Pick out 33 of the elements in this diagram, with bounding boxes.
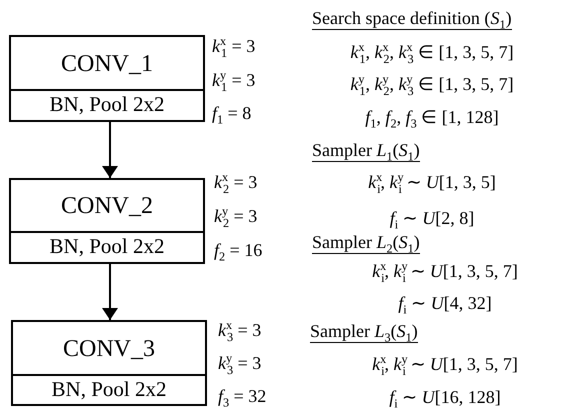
section-heading: Sampler L$_{1}$(S$_{1}$) (312, 140, 420, 160)
formula: k$^{x}$$_{i}$, k$^{y}$$_{i}$ ∼ U[1, 3, 5, 7] (372, 261, 518, 281)
parameter-value: k$^{y}$$_{2}$ = 3 (214, 206, 258, 226)
layer-ops: BN, Pool 2x2 (13, 374, 205, 404)
layer-box (9, 178, 205, 264)
layer-ops: BN, Pool 2x2 (11, 231, 203, 262)
layer-box (9, 35, 205, 122)
layer-box (11, 320, 207, 406)
formula: k$^{x}$$_{i}$, k$^{y}$$_{i}$ ∼ U[1, 3, 5] (368, 172, 496, 192)
layer-ops: BN, Pool 2x2 (11, 89, 203, 120)
formula: k$^{y}$$_{1}$, k$^{y}$$_{2}$, k$^{y}$$_{3}$ ∈ [1, 3, 5, 7] (350, 74, 514, 94)
parameter-value: k$^{x}$$_{3}$ = 3 (218, 320, 262, 340)
section-heading: Sampler L$_{2}$(S$_{1}$) (312, 232, 420, 252)
parameter-value: k$^{x}$$_{1}$ = 3 (212, 36, 256, 56)
formula: f$_{i}$ ∼ U[4, 32] (398, 293, 492, 313)
layer-name: CONV_2 (60, 192, 154, 221)
parameter-value: k$^{y}$$_{1}$ = 3 (212, 70, 256, 90)
formula: f$_{i}$ ∼ U[16, 128] (389, 387, 501, 407)
section-heading: Search space definition (S$_{1}$) (312, 8, 512, 28)
arrow (102, 122, 118, 178)
formula: k$^{x}$$_{i}$, k$^{y}$$_{i}$ ∼ U[1, 3, 5, 7] (372, 354, 518, 374)
parameter-value: f$_{2}$ = 16 (214, 240, 262, 260)
parameter-value: k$^{x}$$_{2}$ = 3 (214, 172, 258, 192)
layer-name: CONV_3 (62, 335, 156, 364)
formula: k$^{x}$$_{1}$, k$^{x}$$_{2}$, k$^{x}$$_{3}$ ∈ [1, 3, 5, 7] (350, 42, 514, 62)
parameter-value: f$_{3}$ = 32 (218, 386, 266, 406)
formula: f$_{1}$, f$_{2}$, f$_{3}$ ∈ [1, 128] (365, 107, 499, 127)
parameter-value: f$_{1}$ = 8 (212, 103, 252, 123)
formula: f$_{i}$ ∼ U[2, 8] (390, 208, 474, 228)
arrow (102, 264, 118, 320)
section-heading: Sampler L$_{3}$(S$_{1}$) (310, 321, 418, 341)
layer-name: CONV_1 (60, 50, 154, 79)
parameter-value: k$^{y}$$_{3}$ = 3 (218, 353, 262, 373)
